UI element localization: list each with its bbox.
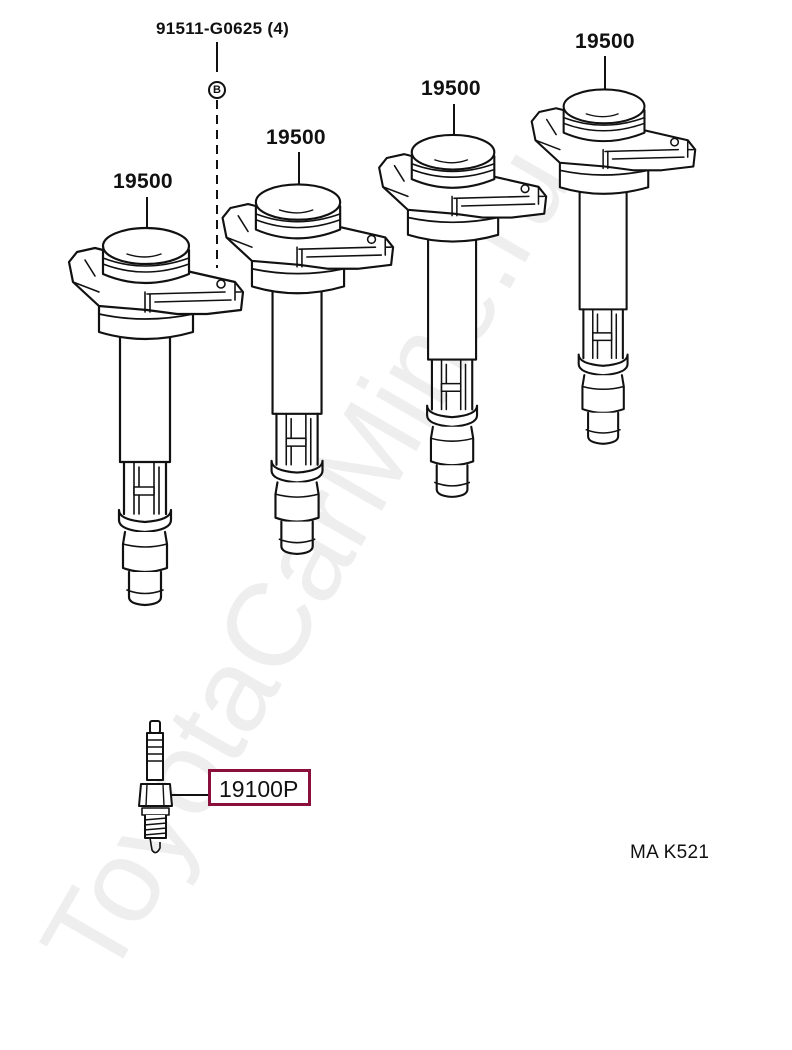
ignition-coil-4[interactable] [530, 56, 697, 445]
spark-plug-part-label[interactable]: 19100P [219, 776, 299, 802]
coil-label-1[interactable]: 19500 [113, 170, 173, 193]
figure-code: MA K521 [630, 842, 710, 863]
callout-b-icon: B [208, 81, 226, 99]
coil-label-4[interactable]: 19500 [575, 30, 635, 53]
spark-plug[interactable] [138, 720, 213, 854]
ignition-coil-3[interactable] [378, 104, 548, 498]
bolt-part-label[interactable]: 91511-G0625 (4) [156, 19, 290, 38]
coil-label-2[interactable]: 19500 [266, 126, 326, 149]
coil-label-3[interactable]: 19500 [421, 77, 481, 100]
ignition-coil-2[interactable] [221, 152, 395, 556]
ignition-coil-1[interactable] [67, 197, 245, 607]
spark-plug-highlight-box[interactable]: 19100P [208, 769, 311, 806]
